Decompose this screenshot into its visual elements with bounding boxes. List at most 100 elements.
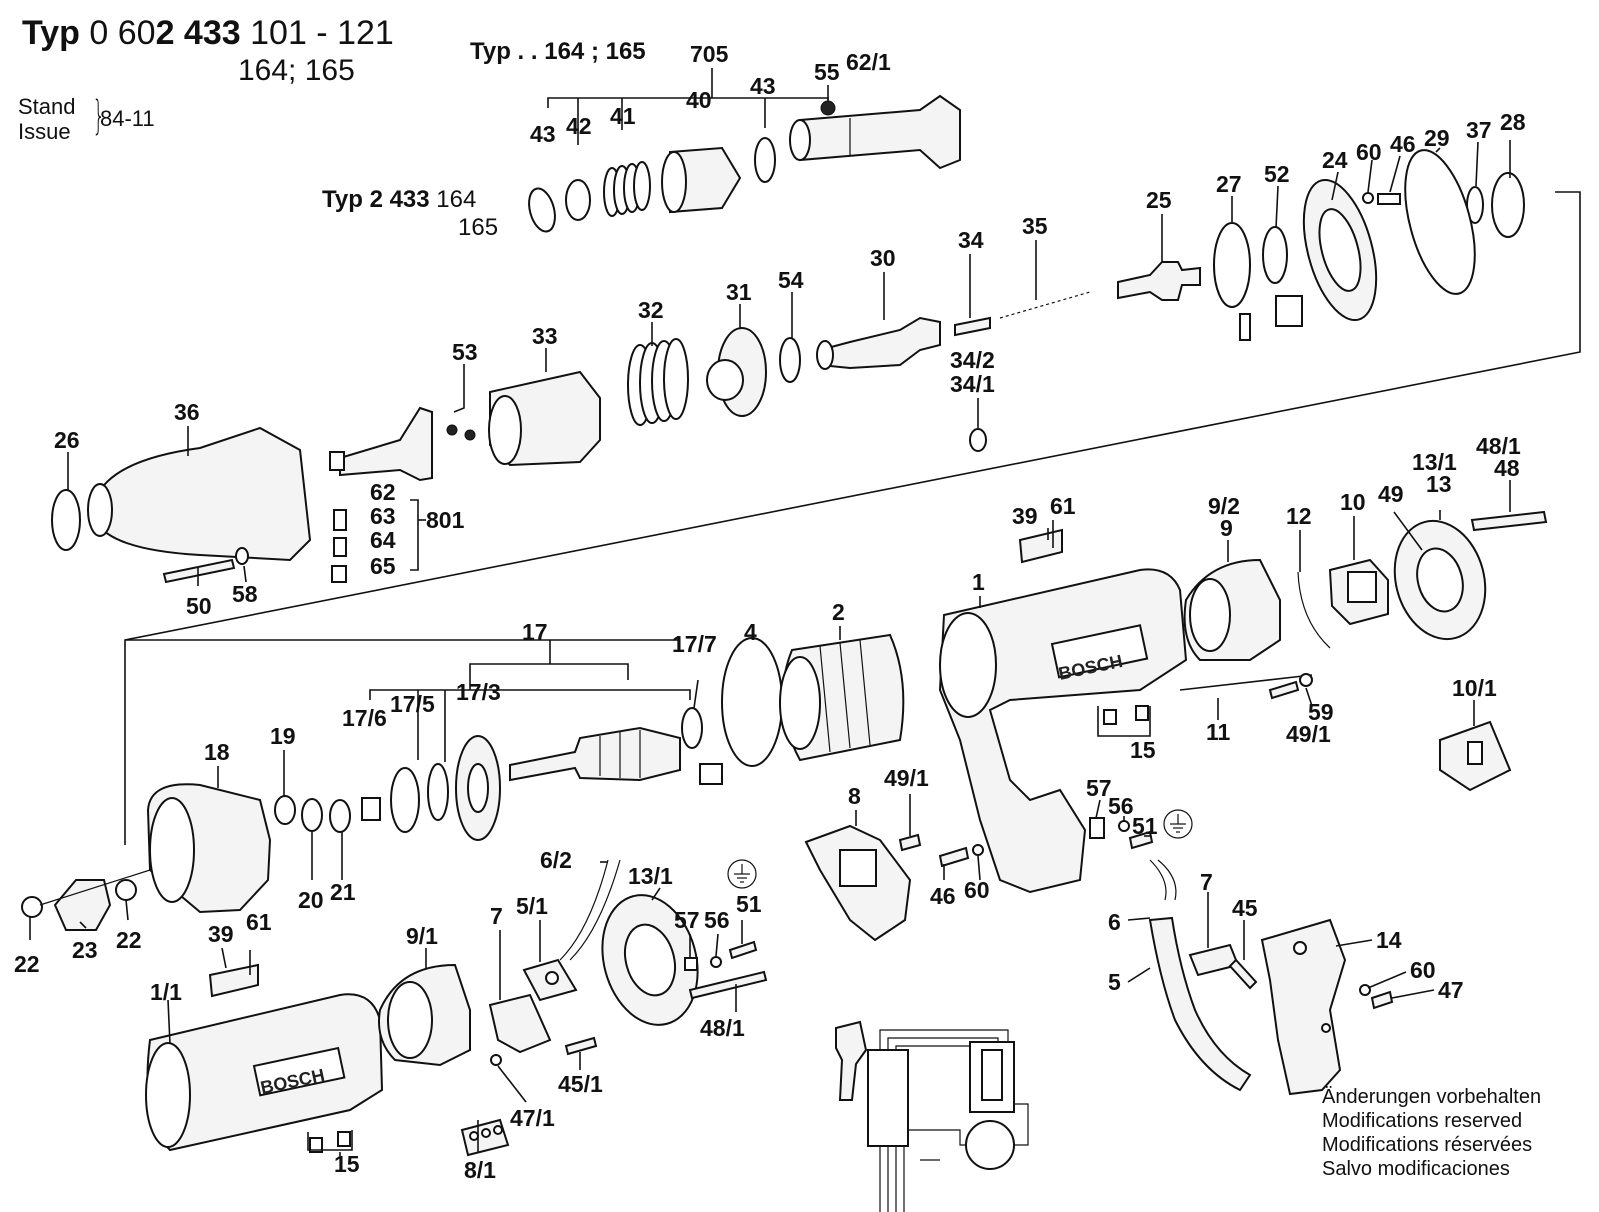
stand-issue: Stand Issue xyxy=(18,94,76,144)
switch-10 xyxy=(1328,558,1389,626)
subtype-upper: Typ . . 164 ; 165 xyxy=(470,38,646,65)
label-10-1: 10/1 xyxy=(1452,675,1497,701)
ring-21 xyxy=(329,799,351,833)
washer-56a xyxy=(1118,820,1130,832)
retaining-ring-43b xyxy=(754,137,776,183)
label-28: 28 xyxy=(1500,109,1526,135)
label-23: 23 xyxy=(72,937,98,963)
clip-57a xyxy=(1089,817,1105,839)
screw-48-1b xyxy=(688,970,768,1000)
label-33: 33 xyxy=(532,323,558,349)
bearing-52-detail xyxy=(1275,295,1303,327)
label-11: 11 xyxy=(1206,719,1231,745)
label-17: 17 xyxy=(522,619,548,645)
label-29: 29 xyxy=(1424,125,1450,151)
screw-45 xyxy=(1228,958,1258,990)
gear-housing-24 xyxy=(1302,178,1378,322)
washer-22b xyxy=(115,879,137,901)
label-56a: 56 xyxy=(1108,793,1134,819)
cable-6 xyxy=(1149,859,1177,901)
fan-housing-18 xyxy=(146,783,272,914)
label-10: 10 xyxy=(1340,489,1366,515)
typ-range: 101 - 121 xyxy=(250,14,394,52)
label-41: 41 xyxy=(610,103,636,129)
label-45-1: 45/1 xyxy=(558,1071,603,1097)
label-7b: 7 xyxy=(1200,869,1213,895)
screw-45-1 xyxy=(564,1036,598,1056)
cable-clamp-5-1 xyxy=(522,958,578,1002)
washer-34-1 xyxy=(969,428,987,452)
label-42: 42 xyxy=(566,113,592,139)
label-13: 13 xyxy=(1426,471,1452,497)
label-54: 54 xyxy=(778,267,804,293)
end-cap-9 xyxy=(1183,558,1281,661)
label-22b: 22 xyxy=(116,927,142,953)
label-27: 27 xyxy=(1216,171,1242,197)
chuck-23 xyxy=(53,879,112,931)
notice-line-3: Modifications réservées xyxy=(1322,1134,1533,1156)
screw-51b xyxy=(728,940,758,960)
housing-clip-39 xyxy=(1018,528,1063,564)
o-ring-29 xyxy=(1404,149,1476,295)
subtype-lower-typ: Typ xyxy=(322,186,363,213)
washer-58 xyxy=(235,547,249,565)
label-8-1: 8/1 xyxy=(464,1157,496,1183)
label-52: 52 xyxy=(1264,161,1290,187)
spring-32 xyxy=(627,338,689,426)
lower-left-housing-group xyxy=(145,859,768,1157)
key-27 xyxy=(1239,313,1251,341)
label-705: 705 xyxy=(690,41,729,67)
label-56b: 56 xyxy=(704,907,730,933)
label-12: 12 xyxy=(1286,503,1312,529)
clip-17-7 xyxy=(699,763,723,785)
label-53: 53 xyxy=(452,339,478,365)
grip-14 xyxy=(1260,918,1347,1096)
nuts-15 xyxy=(1103,705,1149,725)
gear-case-36 xyxy=(87,426,312,562)
cam-30 xyxy=(816,316,941,370)
washer-22a xyxy=(21,896,43,918)
label-64: 64 xyxy=(370,527,396,553)
screw-46 xyxy=(1377,193,1401,205)
front-housing-group xyxy=(51,406,433,584)
label-6-2: 6/2 xyxy=(540,847,572,873)
subtype-lower-num1: 164 xyxy=(436,186,477,213)
label-39a: 39 xyxy=(1012,503,1038,529)
hammer-31 xyxy=(706,327,767,417)
label-6: 6 xyxy=(1108,909,1121,935)
ring-54 xyxy=(779,337,801,383)
bearing-17-5 xyxy=(390,767,420,833)
ground-symbol-b xyxy=(727,859,757,889)
label-22a: 22 xyxy=(14,951,40,977)
armature-17 xyxy=(509,726,681,782)
cable-6-2 xyxy=(559,859,609,961)
washer-20 xyxy=(301,798,323,832)
label-49-1b: 49/1 xyxy=(884,765,929,791)
ball-53b xyxy=(464,429,476,441)
type-alt: 164; 165 xyxy=(238,54,355,87)
bearing-52 xyxy=(1262,226,1288,284)
label-46a: 46 xyxy=(1390,131,1416,157)
label-9: 9 xyxy=(1220,515,1233,541)
label-59: 59 xyxy=(1308,699,1334,725)
label-49-1a: 49/1 xyxy=(1286,721,1331,747)
issue-label: Issue xyxy=(18,119,71,144)
label-13-1b: 13/1 xyxy=(628,863,673,889)
label-57b: 57 xyxy=(674,907,700,933)
washer-60 xyxy=(1362,192,1374,204)
label-801: 801 xyxy=(426,507,465,533)
notice-line-4: Salvo modificaciones xyxy=(1322,1158,1510,1180)
o-ring-26 xyxy=(51,489,81,551)
notice-line-1: Änderungen vorbehalten xyxy=(1322,1086,1542,1108)
clutch-subassembly-705 xyxy=(528,68,961,233)
label-19: 19 xyxy=(270,723,296,749)
washer-56b xyxy=(710,956,722,968)
label-62: 62 xyxy=(370,479,396,505)
motor-housing-1 xyxy=(938,568,1188,894)
fan-17-3 xyxy=(455,735,501,841)
label-15b: 15 xyxy=(334,1151,360,1177)
motor-housing-1-1 xyxy=(145,993,384,1152)
typ-label: Typ xyxy=(22,14,80,52)
label-51a: 51 xyxy=(1132,813,1158,839)
